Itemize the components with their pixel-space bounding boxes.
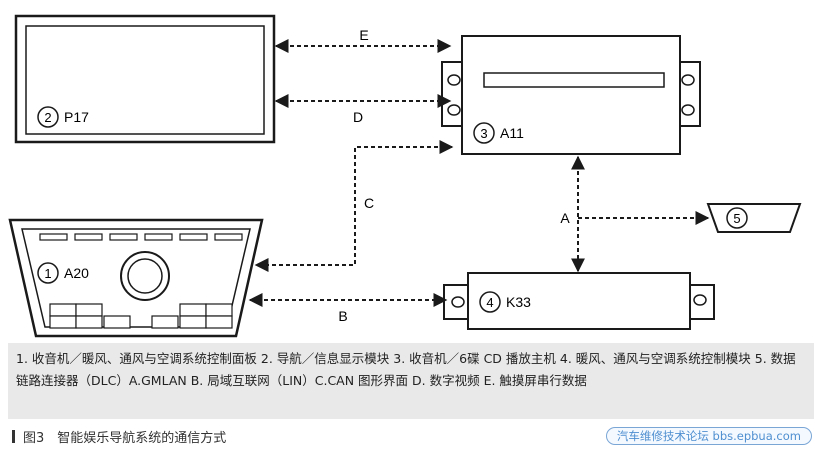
a11-radio-cd-module: 3 A11 <box>441 35 701 155</box>
link-label-a: A <box>560 210 570 226</box>
figure-title-text: 图3 智能娱乐导航系统的通信方式 <box>23 430 227 446</box>
p17-number: 2 <box>44 110 51 125</box>
a11-label: A11 <box>500 125 524 141</box>
cd-slot <box>483 72 665 88</box>
a20-label: A20 <box>64 265 89 281</box>
dlc-number-circle <box>726 207 748 229</box>
p17-display-module: 2 P17 <box>14 14 276 144</box>
dlc-connector: 5 <box>706 203 802 233</box>
k33-number-circle <box>479 291 501 313</box>
k33-number: 4 <box>486 295 493 310</box>
a11-number: 3 <box>480 126 487 141</box>
link-label-b: B <box>338 308 347 324</box>
a20-control-panel: 1 A20 <box>8 218 264 338</box>
dlc-number: 5 <box>733 211 740 226</box>
a20-number-circle <box>37 262 59 284</box>
right-button-grid <box>151 303 233 329</box>
a20-number: 1 <box>44 266 51 281</box>
preset-buttons <box>39 233 243 241</box>
link-label-d: D <box>353 109 363 125</box>
left-button-grid <box>49 303 131 329</box>
k33-label: K33 <box>506 294 531 310</box>
legend-caption: 1. 收音机／暖风、通风与空调系统控制面板 2. 导航／信息显示模块 3. 收音… <box>8 343 814 419</box>
p17-label: P17 <box>64 109 89 125</box>
a11-number-circle <box>473 122 495 144</box>
link-c-can-graphic <box>254 140 454 272</box>
title-bar <box>12 429 15 443</box>
watermark-text: 汽车维修技术论坛 bbs.epbua.com <box>616 429 801 443</box>
link-label-c: C <box>364 195 374 211</box>
forum-watermark: 汽车维修技术论坛 bbs.epbua.com <box>605 427 812 445</box>
legend-text: 1. 收音机／暖风、通风与空调系统控制面板 2. 导航／信息显示模块 3. 收音… <box>16 351 796 388</box>
k33-hvac-module: 4 K33 <box>443 272 715 330</box>
figure-title: 图3 智能娱乐导航系统的通信方式 <box>12 426 226 446</box>
link-label-e: E <box>359 27 368 43</box>
p17-number-circle <box>37 106 59 128</box>
communication-diagram: 2 P17 3 A11 1 A20 <box>8 14 802 338</box>
